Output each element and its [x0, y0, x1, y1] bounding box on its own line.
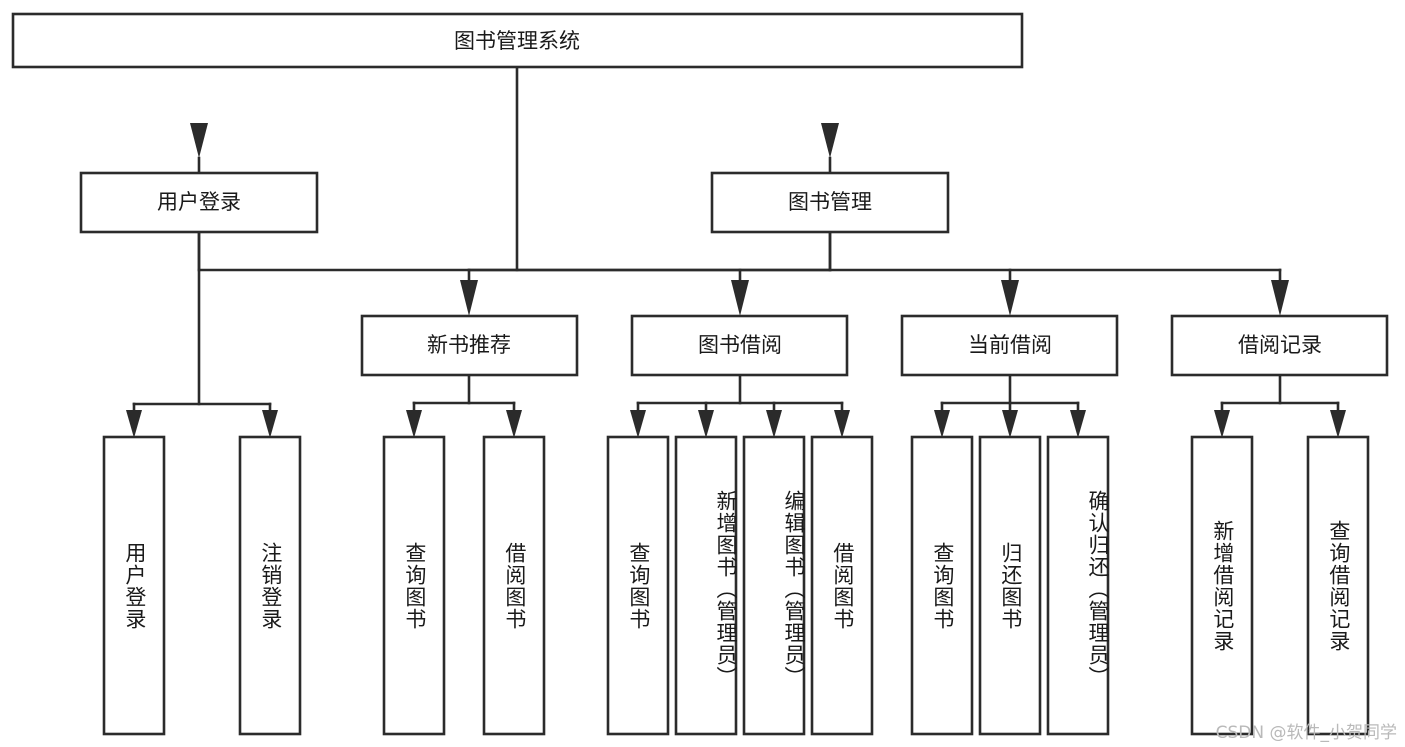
connector-group-level3 — [412, 373, 1340, 427]
leaf-box-newbook-query[interactable] — [382, 435, 446, 736]
node-new-book-recommend[interactable] — [360, 314, 579, 377]
leaf-box-currentborrow-return[interactable] — [978, 435, 1042, 736]
node-root[interactable] — [11, 12, 1024, 69]
leaf-box-user-login-logout[interactable] — [238, 435, 302, 736]
node-user-login[interactable] — [79, 171, 319, 234]
arrowheads — [126, 123, 1346, 438]
leaf-box-record-query[interactable] — [1306, 435, 1370, 736]
leaf-box-currentborrow-confirm[interactable] — [1046, 435, 1110, 736]
leaf-box-bookborrow-query[interactable] — [606, 435, 670, 736]
node-book-management[interactable] — [710, 171, 950, 234]
leaf-box-record-add[interactable] — [1190, 435, 1254, 736]
leaf-box-bookborrow-add[interactable] — [674, 435, 738, 736]
node-book-management-label: 图书管理 — [788, 190, 872, 214]
node-root-label: 图书管理系统 — [454, 29, 580, 53]
connector-group-level2 — [132, 230, 1282, 427]
node-current-borrow-label: 当前借阅 — [968, 333, 1052, 357]
leaf-box-bookborrow-edit[interactable] — [742, 435, 806, 736]
node-new-book-recommend-label: 新书推荐 — [427, 333, 511, 357]
leaf-box-user-login-login[interactable] — [102, 435, 166, 736]
node-book-borrow[interactable] — [630, 314, 849, 377]
leaf-box-currentborrow-query[interactable] — [910, 435, 974, 736]
leaf-box-newbook-borrow[interactable] — [482, 435, 546, 736]
csdn-watermark: CSDN @软件_小贺同学 — [1215, 723, 1397, 743]
node-book-borrow-label: 图书借阅 — [698, 333, 782, 357]
node-borrow-record-label: 借阅记录 — [1238, 333, 1322, 357]
leaf-box-bookborrow-borrow[interactable] — [810, 435, 874, 736]
node-borrow-record[interactable] — [1170, 314, 1389, 377]
node-current-borrow[interactable] — [900, 314, 1119, 377]
node-user-login-label: 用户登录 — [157, 190, 241, 214]
connector-group-root — [197, 65, 832, 272]
